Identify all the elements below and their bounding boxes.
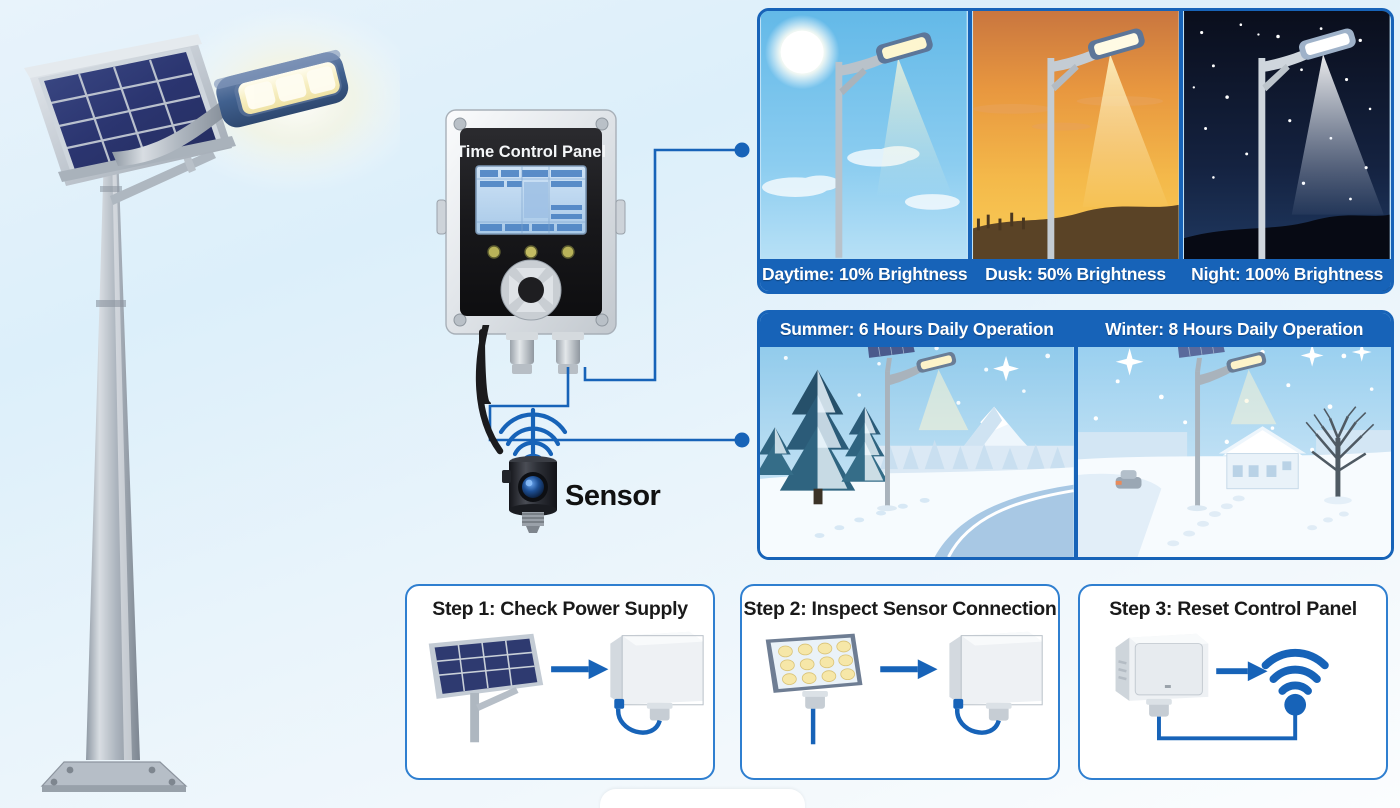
scene-night[interactable]: Night: 100% Brightness (1183, 11, 1391, 291)
control-box (610, 631, 704, 735)
led-2 (524, 245, 538, 259)
step-2-title: Step 2: Inspect Sensor Connection (743, 598, 1057, 620)
connector-dot-seasonal (734, 432, 750, 448)
dpad-up (516, 268, 546, 279)
footprints (814, 497, 930, 538)
lcd-schedule-screen (475, 165, 587, 235)
bare-tree (1305, 406, 1374, 499)
car (1115, 470, 1141, 489)
solar-panel (428, 633, 544, 743)
hinge-left (436, 199, 447, 235)
device-title: Time Control Panel (456, 143, 606, 161)
led-luminaire (213, 49, 349, 128)
led-3 (561, 245, 575, 259)
arrow-icon (1216, 661, 1268, 682)
sensor-cable (475, 325, 504, 455)
enclosure-screws (453, 117, 609, 327)
led-1 (487, 245, 501, 259)
scene-caption-night: Night: 100% Brightness (1183, 259, 1391, 291)
connection-cable (1156, 704, 1298, 741)
wifi-node-dot (1284, 693, 1307, 716)
sensor-lens (522, 476, 544, 498)
dpad-control[interactable] (500, 259, 562, 321)
dpad-down (516, 301, 546, 312)
street-light (835, 32, 933, 258)
light-beam (1082, 54, 1169, 207)
street-light (1047, 28, 1145, 269)
status-leds (487, 245, 575, 259)
base-plate (40, 761, 188, 792)
star-sparkles (1115, 342, 1372, 376)
control-box (949, 631, 1043, 735)
step-card-1[interactable]: Step 1: Check Power Supply (405, 584, 715, 780)
dpad-left (509, 275, 520, 305)
footprints (1166, 495, 1349, 547)
led-array (765, 633, 863, 745)
brightness-scenes-group: Daytime: 10% Brightness (757, 8, 1394, 294)
street-light (1258, 28, 1357, 266)
screw-base (522, 512, 544, 533)
time-control-panel-device[interactable]: Time Control Panel (432, 104, 642, 404)
pine-trees (760, 369, 889, 505)
cable-glands (506, 332, 584, 374)
pole (86, 150, 140, 760)
house (1218, 426, 1306, 490)
hinge-right (615, 199, 626, 235)
scene-winter[interactable]: Winter: 8 Hours Daily Operation (1077, 313, 1391, 557)
dpad-right (542, 275, 553, 305)
snow-ground (1077, 451, 1391, 557)
scene-daytime[interactable]: Daytime: 10% Brightness (760, 11, 968, 291)
road (934, 484, 1074, 557)
dpad-center (518, 277, 544, 303)
sensor-device[interactable] (478, 392, 588, 542)
light-beam (876, 57, 953, 198)
scene-caption-daytime: Daytime: 10% Brightness (760, 259, 968, 291)
tree-line (976, 212, 1025, 231)
arrow-icon (551, 659, 609, 680)
step-1-title: Step 1: Check Power Supply (432, 598, 688, 620)
step-3-title: Step 3: Reset Control Panel (1109, 598, 1357, 620)
arrow-icon (880, 659, 938, 680)
sensor-label: Sensor (565, 480, 661, 512)
luminaire-arm (112, 96, 236, 166)
step-card-3[interactable]: Step 3: Reset Control Panel (1078, 584, 1388, 780)
solar-street-light (24, 5, 400, 792)
sensor-side-port (502, 470, 511, 483)
seasonal-scenes-group: Summer: 6 Hours Daily Operation (757, 310, 1394, 560)
scene-caption-winter: Winter: 8 Hours Daily Operation (1077, 313, 1391, 347)
scene-summer[interactable]: Summer: 6 Hours Daily Operation (760, 313, 1074, 557)
scene-caption-summer: Summer: 6 Hours Daily Operation (760, 313, 1074, 347)
star-sparkle (993, 355, 1019, 382)
wifi-signal-icon (1261, 648, 1329, 695)
connector-dot-brightness (734, 142, 750, 158)
connector-lines (488, 142, 750, 448)
scene-caption-dusk: Dusk: 50% Brightness (971, 259, 1180, 291)
road (1077, 473, 1161, 557)
bottom-peek-card (600, 789, 805, 808)
control-box (1115, 633, 1209, 717)
light-beam (1292, 54, 1385, 215)
step-card-2[interactable]: Step 2: Inspect Sensor Connection (740, 584, 1060, 780)
scene-dusk[interactable]: Dusk: 50% Brightness (971, 11, 1180, 291)
